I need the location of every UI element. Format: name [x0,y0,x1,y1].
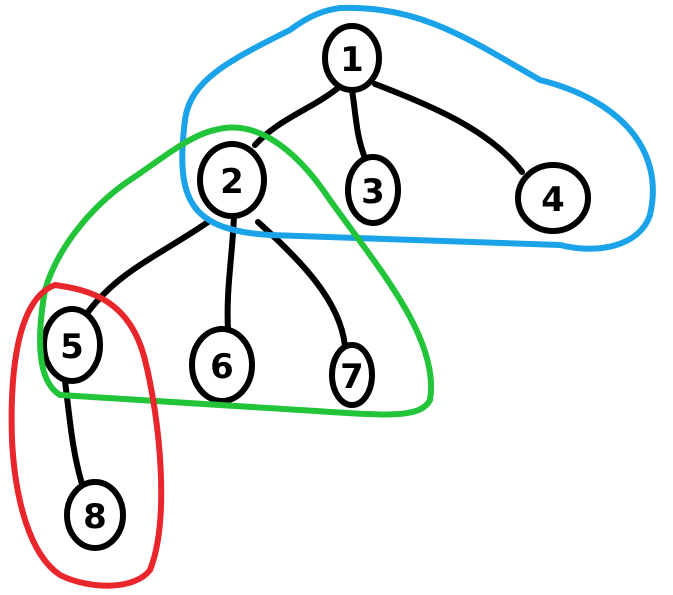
node-label-7: 7 [340,357,364,397]
edge-2-7 [255,219,348,349]
node-2 [197,141,267,219]
group-outline-5-8 [8,282,165,589]
node-1 [322,23,382,93]
node-3 [345,154,401,226]
node-label-5: 5 [60,327,84,367]
node-6 [189,326,255,404]
node-4 [515,162,591,234]
edge-1-4 [372,81,525,175]
node-label-8: 8 [83,497,107,537]
node-label-4: 4 [541,180,565,220]
node-8 [64,479,126,551]
node-label-1: 1 [340,40,364,80]
node-label-6: 6 [210,347,234,387]
node-5 [41,306,103,384]
node-label-3: 3 [361,172,385,212]
edge-2-6 [224,213,237,333]
edge-1-3 [349,87,368,161]
node-label-2: 2 [220,162,244,202]
group-outline-2-5-6-7 [37,124,435,418]
group-outline-1-2-3-4 [179,4,656,252]
node-7 [329,342,375,408]
